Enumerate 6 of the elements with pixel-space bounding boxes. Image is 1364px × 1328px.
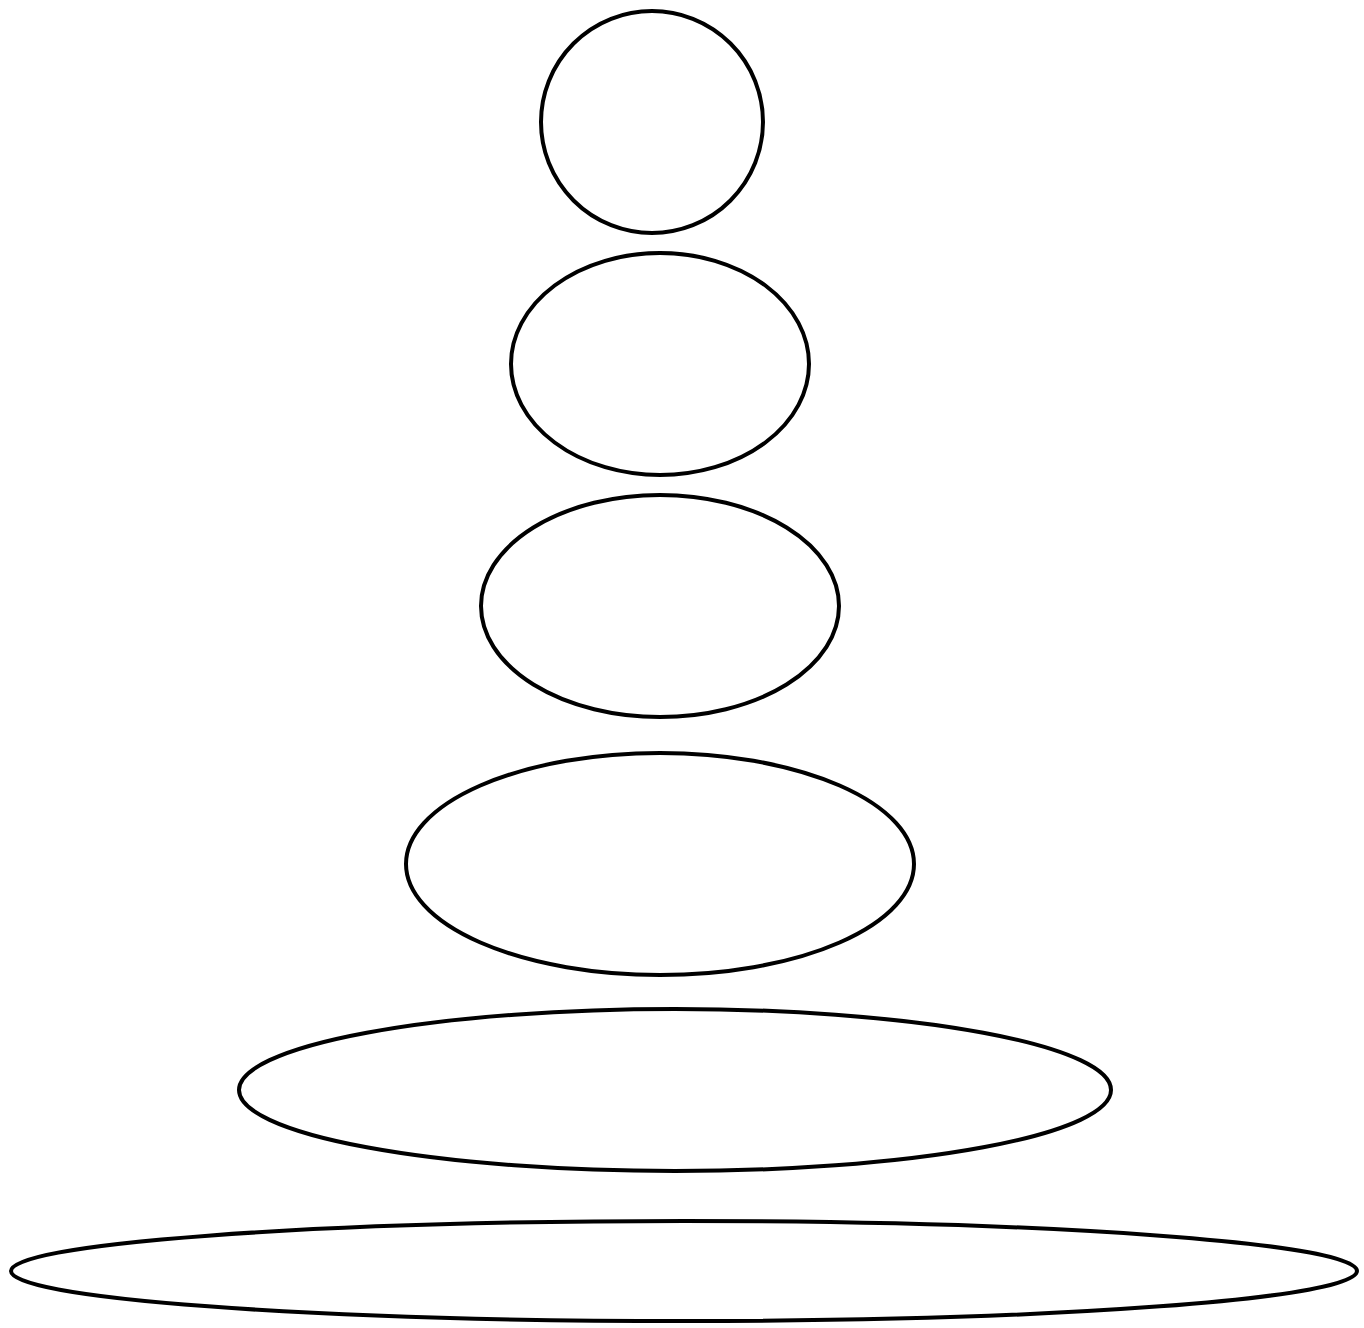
ellipse-shape xyxy=(509,251,811,477)
ellipse-shape xyxy=(237,1007,1113,1173)
ellipse-shape xyxy=(9,1219,1359,1323)
circle-shape xyxy=(539,9,765,235)
ellipse-shape xyxy=(404,751,916,977)
ellipse-shape xyxy=(479,493,841,719)
